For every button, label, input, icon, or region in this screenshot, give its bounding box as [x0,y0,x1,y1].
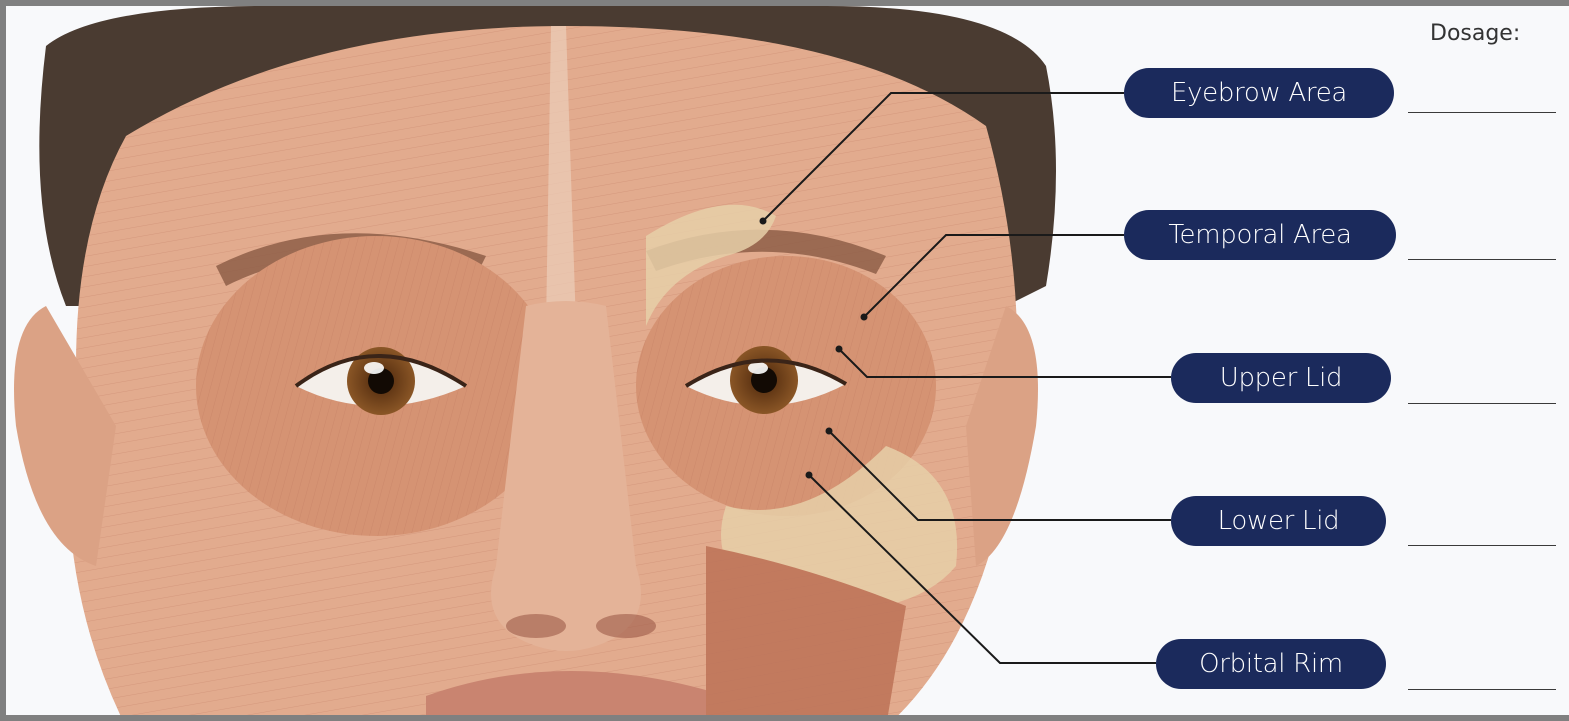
temporal-area-label: Temporal Area [1124,210,1396,260]
eyebrow-target-dot [760,218,767,225]
lower-lid-label: Lower Lid [1171,496,1386,546]
upper-lid-label: Upper Lid [1171,353,1391,403]
dosage-header: Dosage: [1430,21,1520,46]
eyebrow-area-label: Eyebrow Area [1124,68,1394,118]
orbital-rim-label: Orbital Rim [1156,639,1386,689]
orbital-rim-dosage-line[interactable] [1408,689,1556,690]
temporal-dosage-line[interactable] [1408,259,1556,260]
upper-lid-target-dot [836,346,843,353]
orbital-rim-target-dot [806,472,813,479]
eyebrow-dosage-line[interactable] [1408,112,1556,113]
upper-lid-dosage-line[interactable] [1408,403,1556,404]
temporal-target-dot [861,314,868,321]
lower-lid-target-dot [826,428,833,435]
lower-lid-dosage-line[interactable] [1408,545,1556,546]
